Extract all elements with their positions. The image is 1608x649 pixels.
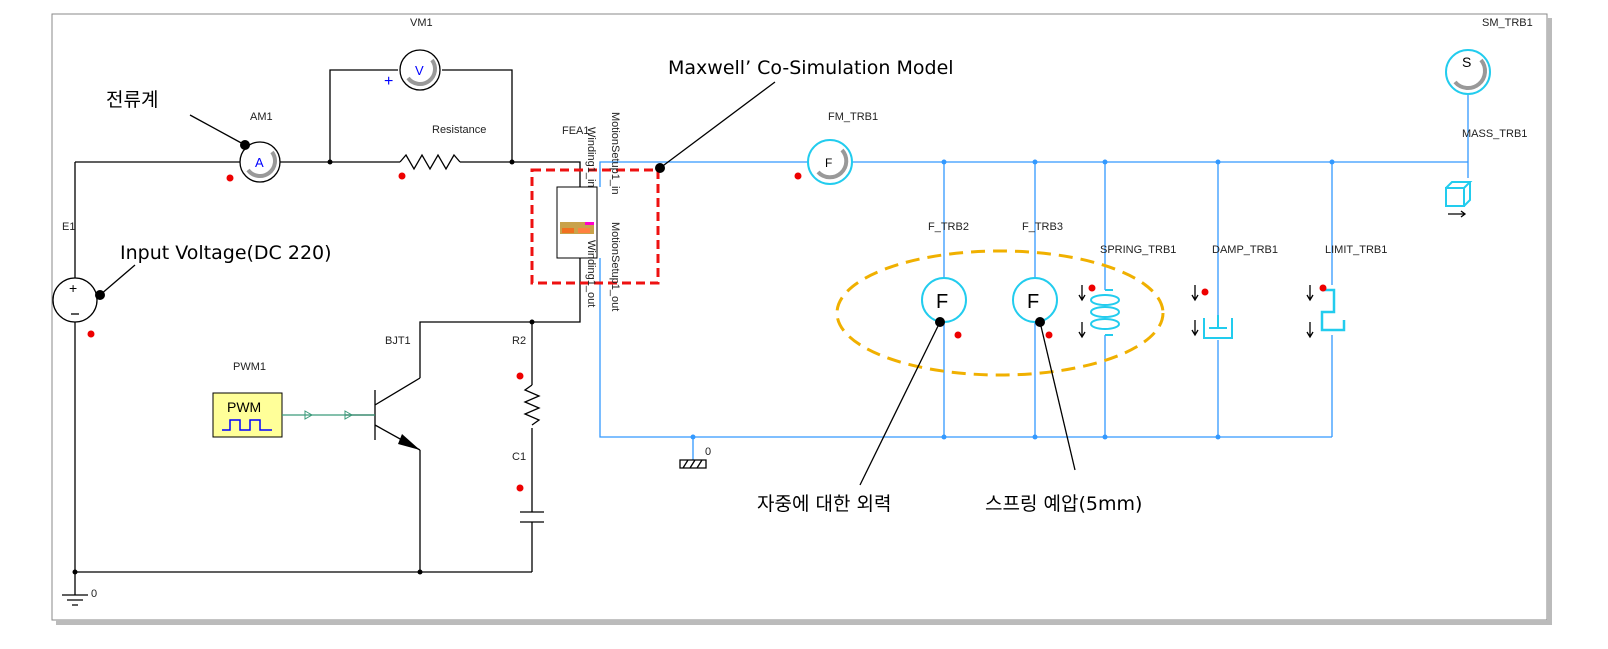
plus-icon: + [69, 280, 77, 296]
resistor-r2[interactable] [523, 384, 541, 426]
voltmeter-vm1[interactable]: V + [384, 49, 441, 91]
pwm-label: PWM [227, 399, 261, 415]
spring-trb1[interactable] [1090, 289, 1120, 336]
force-glyph: F [1027, 291, 1039, 313]
label-r2: R2 [512, 335, 526, 347]
highlight-ellipse [835, 249, 1165, 377]
sheet-shadow [1547, 18, 1552, 624]
pin-motion-out: MotionSetup1_out [609, 222, 621, 311]
force-glyph: F [936, 291, 948, 313]
force-meter-fm-trb1[interactable]: F [807, 139, 853, 185]
label-f-trb2: F_TRB2 [928, 221, 969, 233]
label-sm-trb1: SM_TRB1 [1482, 17, 1533, 29]
ground-icon [62, 594, 88, 606]
pin-winding-out: Winding1_out [585, 240, 597, 307]
direction-arrows [1078, 285, 1314, 339]
annotation-ammeter: 전류계 [106, 89, 158, 111]
label-vm1: VM1 [410, 17, 433, 29]
mechanical-wires [599, 95, 1469, 460]
label-am1: AM1 [250, 111, 273, 123]
label-c1: C1 [512, 451, 526, 463]
annotation-spring-preload: 스프링 예압(5mm) [985, 493, 1142, 515]
voltmeter-glyph: V [415, 63, 424, 78]
label-limit-trb1: LIMIT_TRB1 [1325, 244, 1387, 256]
pin-motion-in: MotionSetup1_in [609, 112, 621, 195]
label-resistance: Resistance [432, 124, 486, 136]
cosim-highlight-box [530, 168, 660, 285]
square-wave-icon [222, 419, 272, 431]
label-e1: E1 [62, 221, 75, 233]
label-spring-trb1: SPRING_TRB1 [1100, 244, 1176, 256]
label-pwm1: PWM1 [233, 361, 266, 373]
label-ground: 0 [91, 588, 97, 600]
annotation-leaders [99, 81, 1076, 486]
port-markers [87, 172, 1327, 492]
force-glyph: F [825, 156, 832, 170]
capacitor-c1[interactable] [520, 511, 544, 523]
pin-winding-in: Winding1_in [585, 127, 597, 188]
speed-glyph: S [1462, 54, 1471, 70]
label-f-trb3: F_TRB3 [1022, 221, 1063, 233]
mass-icon[interactable] [1445, 181, 1473, 218]
label-mass-trb1: MASS_TRB1 [1462, 128, 1527, 140]
label-fea1: FEA1 [562, 125, 590, 137]
limit-trb1[interactable] [1320, 288, 1346, 332]
pwm-source[interactable]: PWM [212, 392, 375, 438]
annotation-input-voltage: Input Voltage(DC 220) [120, 242, 332, 264]
annotation-self-weight: 자중에 대한 외력 [757, 493, 891, 515]
speed-meter-sm-trb1[interactable]: S [1445, 49, 1491, 95]
ammeter-am1[interactable]: A [239, 141, 281, 183]
label-damp-trb1: DAMP_TRB1 [1212, 244, 1278, 256]
ammeter-glyph: A [255, 155, 264, 170]
electrical-wires [72, 69, 581, 595]
plus-icon: + [384, 73, 393, 90]
ground-icon [679, 459, 707, 469]
label-fm-trb1: FM_TRB1 [828, 111, 878, 123]
voltage-source-e1[interactable]: + [52, 277, 98, 323]
label-bjt1: BJT1 [385, 335, 411, 347]
fea1-cosim-block[interactable] [556, 186, 598, 259]
resistor-resistance[interactable] [399, 153, 461, 171]
annotation-maxwell: Maxwell’ Co-Simulation Model [668, 57, 954, 79]
sheet-shadow-bottom [56, 620, 1552, 625]
damper-trb1[interactable] [1203, 315, 1233, 339]
force-source-f-trb3[interactable]: F [1012, 277, 1058, 323]
sheet-border [51, 13, 1548, 621]
label-ground-mech: 0 [705, 446, 711, 458]
force-source-f-trb2[interactable]: F [921, 277, 967, 323]
